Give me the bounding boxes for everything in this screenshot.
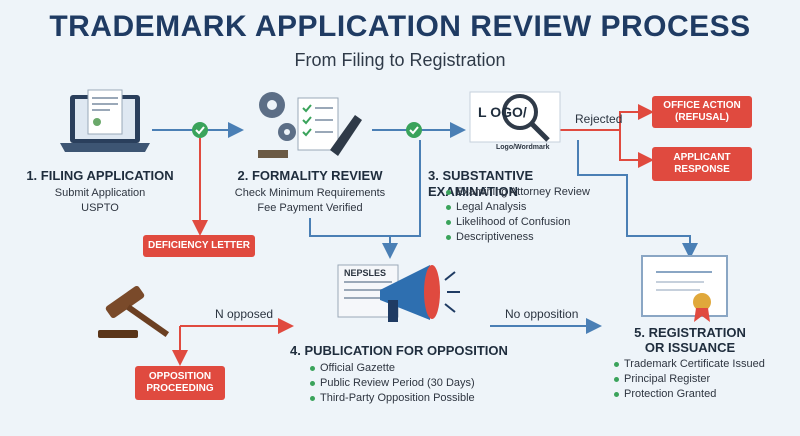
opposition-line-2: PROCEEDING <box>146 383 214 394</box>
page-title: TRADEMARK APPLICATION REVIEW PROCESS <box>49 10 751 43</box>
bullet-item: Examining Attorney Review <box>446 185 590 200</box>
step-formality-title: 2. FORMALITY REVIEW <box>237 168 383 183</box>
bullet-item: Descriptiveness <box>446 230 590 245</box>
arrow-to-registration <box>577 140 698 259</box>
newspaper-text: NEPSLES <box>344 268 387 278</box>
office-action-line-2: (REFUSAL) <box>675 112 729 123</box>
step-publication-bullets: Official Gazette Public Review Period (3… <box>310 361 475 406</box>
rejected-label: Rejected <box>575 112 623 126</box>
bullet-item: Trademark Certificate Issued <box>614 357 765 372</box>
bullet-item: Protection Granted <box>614 387 765 402</box>
step-filing-line-2: USPTO <box>81 202 119 214</box>
bullet-item: Official Gazette <box>310 361 475 376</box>
step-filing-line-1: Submit Application <box>54 187 146 199</box>
applicant-response-line-2: RESPONSE <box>674 164 730 175</box>
no-opposition-label: No opposition <box>505 307 579 321</box>
opposition-proceeding-box: OPPOSITION PROCEEDING <box>135 366 225 400</box>
arrow-substantive-down <box>390 140 421 237</box>
step-publication-title: 4. PUBLICATION FOR OPPOSITION <box>290 343 508 358</box>
bullet-item: Likelihood of Confusion <box>446 215 590 230</box>
office-action-box: OFFICE ACTION (REFUSAL) <box>652 96 752 128</box>
step-registration-title-2: OR ISSUANCE <box>644 340 736 355</box>
opposition-line-1: OPPOSITION <box>148 371 212 382</box>
logo-caption: Logo/Wordmark <box>496 144 550 151</box>
applicant-response-box: APPLICANT RESPONSE <box>652 147 752 181</box>
bullet-item: Legal Analysis <box>446 200 590 215</box>
step-filing-title: 1. FILING APPLICATION <box>26 168 174 183</box>
bullet-item: Public Review Period (30 Days) <box>310 376 475 391</box>
certificate-icon <box>641 255 728 322</box>
check-icon <box>406 122 422 138</box>
step-formality-line-2: Fee Payment Verified <box>257 202 363 214</box>
step-registration-title-1: 5. REGISTRATION <box>634 325 746 340</box>
bullet-item: Third-Party Opposition Possible <box>310 391 475 406</box>
page-subtitle: From Filing to Registration <box>294 50 506 70</box>
check-icon <box>192 122 208 138</box>
arrow-rejected <box>556 104 654 131</box>
gears-checklist-icon <box>258 92 362 158</box>
newspaper-megaphone-icon <box>337 264 460 322</box>
bullet-item: Principal Register <box>614 372 765 387</box>
magnifier-logo-icon <box>469 91 561 143</box>
laptop-icon <box>60 89 150 152</box>
step-substantive-bullets: Examining Attorney Review Legal Analysis… <box>446 185 590 245</box>
step-registration-bullets: Trademark Certificate Issued Principal R… <box>614 357 765 402</box>
logo-text: L OGO/ <box>478 104 527 120</box>
deficiency-letter-box: DEFICIENCY LETTER <box>143 235 255 257</box>
gavel-icon <box>98 285 170 338</box>
applicant-response-line-1: APPLICANT <box>673 152 731 163</box>
arrow-to-publication <box>309 218 398 259</box>
office-action-line-1: OFFICE ACTION <box>663 100 741 111</box>
step-substantive-title: 3. SUBSTANTIVE EXAMINATION <box>428 168 534 199</box>
step-formality-line-1: Check Minimum Requirements <box>234 187 386 199</box>
opposed-label: N opposed <box>215 307 274 321</box>
arrow-applicant-response <box>619 130 654 168</box>
